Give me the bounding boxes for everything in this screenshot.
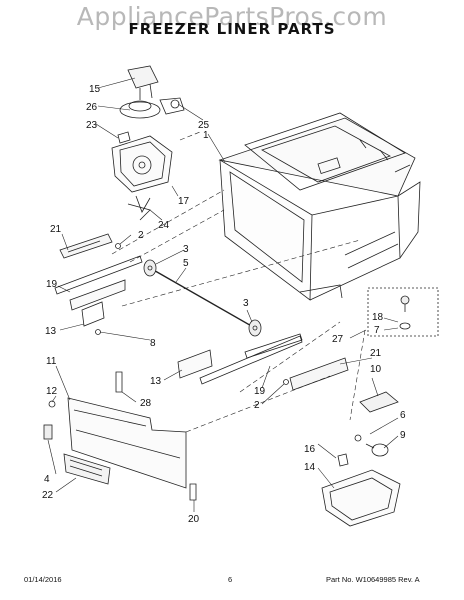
- callout-13-upper: 13: [45, 326, 57, 337]
- diagram-title: FREEZER LINER PARTS: [128, 20, 336, 38]
- watermark: AppliancePartsPros.com: [76, 2, 388, 31]
- callout-17: 17: [178, 196, 190, 207]
- drawer-front-cover: [43, 371, 197, 501]
- callout-1: 1: [203, 130, 209, 141]
- callout-16: 16: [304, 444, 316, 455]
- freezer-liner: [218, 112, 421, 301]
- callout-14: 14: [304, 462, 316, 473]
- callout-12: 12: [46, 386, 58, 397]
- assembly-lines: [111, 131, 366, 433]
- callout-15: 15: [89, 84, 101, 95]
- callout-27: 27: [332, 334, 344, 345]
- callout-25: 25: [198, 120, 210, 131]
- callout-4: 4: [44, 474, 50, 485]
- callout-3-lower: 3: [243, 298, 249, 309]
- footer-page: 6: [228, 575, 233, 584]
- callout-21-lower: 21: [370, 348, 382, 359]
- callout-26: 26: [86, 102, 98, 113]
- light-parts-group: [354, 287, 439, 457]
- left-slide-rail: [54, 233, 143, 335]
- callout-9: 9: [400, 430, 406, 441]
- callout-23: 23: [86, 120, 98, 131]
- callout-5: 5: [183, 258, 189, 269]
- fan-motor-assembly: [111, 65, 185, 221]
- callout-19-upper: 19: [46, 279, 58, 290]
- callout-2-lower: 2: [254, 400, 260, 411]
- callout-2-upper: 2: [138, 230, 144, 241]
- leader-lines: [47, 77, 399, 512]
- lamp-housing: [321, 453, 401, 527]
- callout-3-upper: 3: [183, 244, 189, 255]
- right-slide-rail: [177, 333, 349, 391]
- callout-21-upper: 21: [50, 224, 62, 235]
- callout-labels: 15 26 23 25 1 17 24 21 2 3 5 19 13 8 3 1…: [42, 84, 406, 525]
- callout-20: 20: [188, 514, 200, 525]
- callout-19-lower: 19: [254, 386, 266, 397]
- callout-7: 7: [374, 325, 380, 336]
- callout-24: 24: [158, 220, 170, 231]
- callout-18: 18: [372, 312, 384, 323]
- callout-10: 10: [370, 364, 382, 375]
- callout-28: 28: [140, 398, 152, 409]
- footer-date: 01/14/2016: [24, 575, 62, 584]
- callout-6: 6: [400, 410, 406, 421]
- callout-8: 8: [150, 338, 156, 349]
- axle-and-gears: [143, 259, 262, 337]
- callout-13-lower: 13: [150, 376, 162, 387]
- callout-22: 22: [42, 490, 54, 501]
- footer-part-number: Part No. W10649985 Rev. A: [326, 575, 420, 584]
- callout-11: 11: [46, 356, 57, 367]
